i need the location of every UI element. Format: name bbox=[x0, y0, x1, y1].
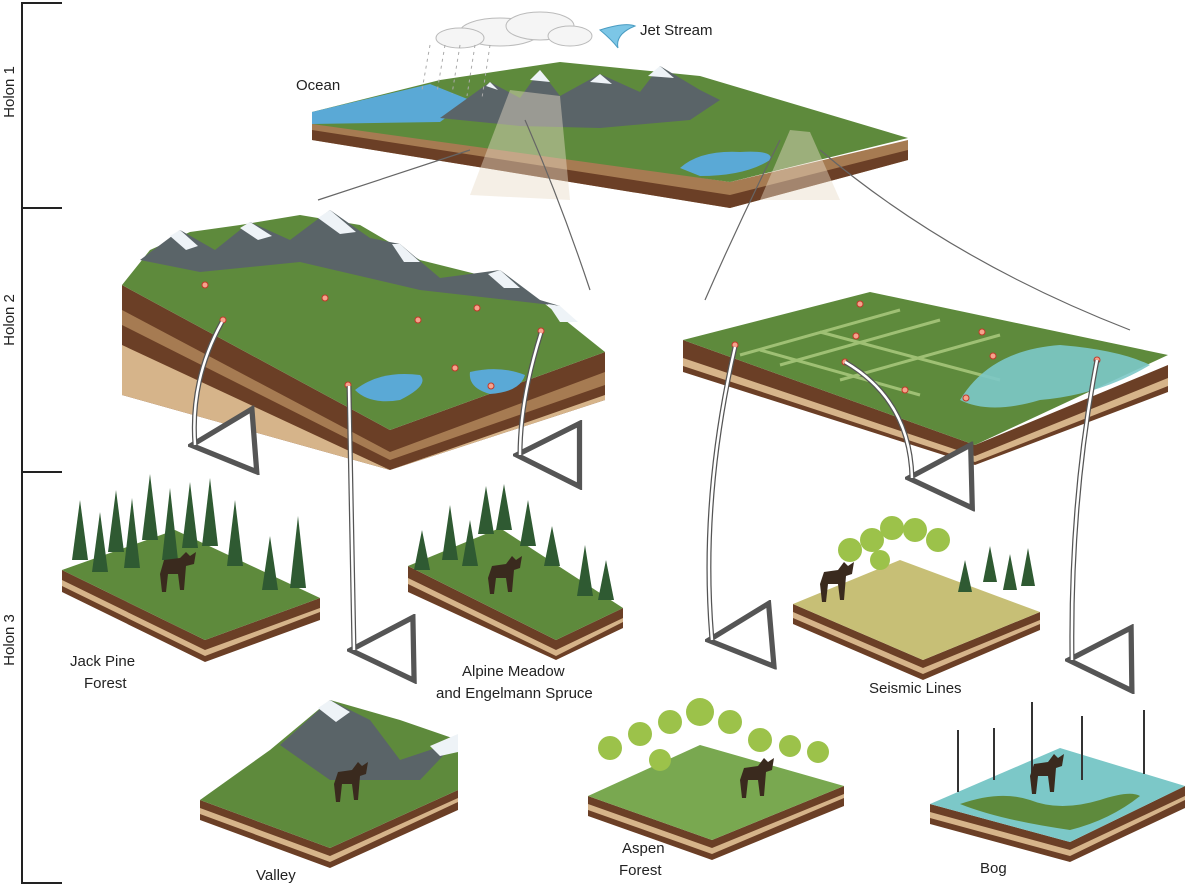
alpine-label-2: and Engelmann Spruce bbox=[436, 685, 593, 702]
jet-stream-icon bbox=[598, 24, 637, 49]
alpine-label-1: Alpine Meadow bbox=[462, 663, 565, 680]
tile-alpine-meadow: Alpine Meadow and Engelmann Spruce bbox=[408, 484, 623, 702]
moose-icon bbox=[334, 762, 368, 802]
valley-label: Valley bbox=[256, 867, 296, 884]
moose-icon bbox=[1030, 754, 1064, 794]
holon-2-label: Holon 2 bbox=[1, 294, 18, 346]
moose-icon bbox=[160, 552, 196, 592]
tile-seismic-lines: Seismic Lines bbox=[793, 516, 1040, 697]
moose-icon bbox=[820, 562, 854, 602]
jet-stream-label: Jet Stream bbox=[640, 22, 713, 39]
zoom-lines bbox=[317, 119, 1131, 331]
ocean-water bbox=[312, 84, 470, 124]
cloud-icon bbox=[435, 11, 593, 49]
moose-icon bbox=[740, 758, 774, 798]
holon-scale-bar: Holon 1 Holon 2 Holon 3 bbox=[1, 2, 62, 884]
jack-pine-label-2: Forest bbox=[84, 675, 127, 692]
aspen-label-2: Forest bbox=[619, 862, 662, 879]
rain-icon bbox=[421, 44, 491, 99]
ocean-label: Ocean bbox=[296, 77, 340, 94]
aspen-label-1: Aspen bbox=[622, 840, 665, 857]
tile-valley: Valley bbox=[200, 700, 458, 884]
tile-jack-pine-forest: Jack Pine Forest bbox=[62, 474, 320, 692]
moose-icon bbox=[488, 556, 522, 594]
jack-pine-label-1: Jack Pine bbox=[70, 653, 135, 670]
tile-bog: Bog bbox=[930, 702, 1185, 877]
holon-1-label: Holon 1 bbox=[1, 66, 18, 118]
seismic-label: Seismic Lines bbox=[869, 680, 962, 697]
bog-label: Bog bbox=[980, 860, 1007, 877]
holon-2-boreal-block bbox=[683, 292, 1168, 465]
lake-water bbox=[680, 151, 771, 176]
holon-1-landscape: Ocean Jet Stream bbox=[296, 11, 908, 208]
tile-aspen-forest: Aspen Forest bbox=[588, 698, 844, 879]
holon-3-label: Holon 3 bbox=[1, 614, 18, 666]
